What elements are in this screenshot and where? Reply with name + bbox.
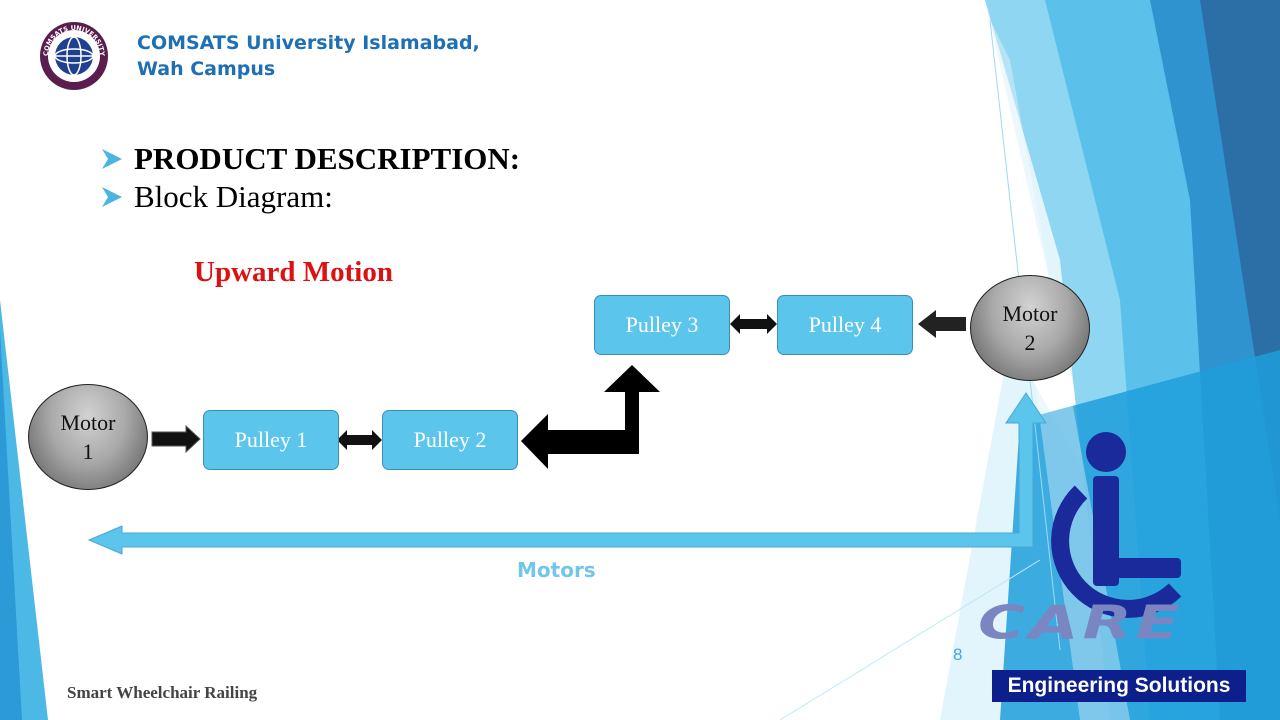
bullet-text: PRODUCT DESCRIPTION: [134, 141, 521, 176]
motor-2-label-line1: Motor [1002, 301, 1058, 326]
arrow-bullet-icon [102, 187, 122, 207]
pulley-2: Pulley 2 [382, 410, 518, 470]
university-header: COMSATS University Islamabad, Wah Campus [137, 30, 480, 82]
double-arrow-pulley3-pulley4 [730, 314, 777, 334]
motors-label: Motors [517, 558, 596, 582]
motors-feedback-arrow [87, 392, 1047, 555]
arrow-motor2-pulley4 [918, 310, 966, 338]
diagram-title: Upward Motion [194, 256, 393, 288]
motor-2: Motor 2 [970, 275, 1090, 381]
arrow-motor1-pulley1 [151, 424, 201, 454]
bullet-item-product-description: PRODUCT DESCRIPTION: [100, 140, 520, 178]
motor-1-label-line1: Motor [60, 410, 116, 435]
campus-name: Wah Campus [137, 58, 276, 80]
motor-1: Motor 1 [28, 384, 148, 490]
arrow-bullet-icon [102, 149, 122, 169]
bullet-item-block-diagram: Block Diagram: [100, 178, 520, 216]
bullet-list: PRODUCT DESCRIPTION: Block Diagram: [100, 140, 520, 216]
care-logo-text: CARE [978, 596, 1184, 651]
bullet-text: Block Diagram: [134, 179, 333, 214]
bent-arrow-pulley2-pulley3 [521, 365, 660, 469]
motor-2-label-line2: 2 [1024, 330, 1036, 355]
brand-tagline: Engineering Solutions [992, 670, 1246, 702]
pulley-3: Pulley 3 [594, 295, 730, 355]
double-arrow-pulley1-pulley2 [337, 430, 382, 450]
wheelchair-icon [1051, 432, 1182, 618]
pulley-4: Pulley 4 [777, 295, 913, 355]
footer-title: Smart Wheelchair Railing [67, 683, 258, 702]
svg-text:ISLAMABAD: ISLAMABAD [59, 74, 89, 84]
university-name: COMSATS University Islamabad, [137, 32, 480, 54]
page-number: 8 [953, 645, 963, 664]
university-seal-logo: COMSATS UNIVERSITY ISLAMABAD [40, 22, 108, 90]
pulley-1: Pulley 1 [203, 410, 339, 470]
seal-text-bottom: ISLAMABAD [59, 74, 89, 84]
motor-1-label-line2: 1 [82, 439, 94, 464]
